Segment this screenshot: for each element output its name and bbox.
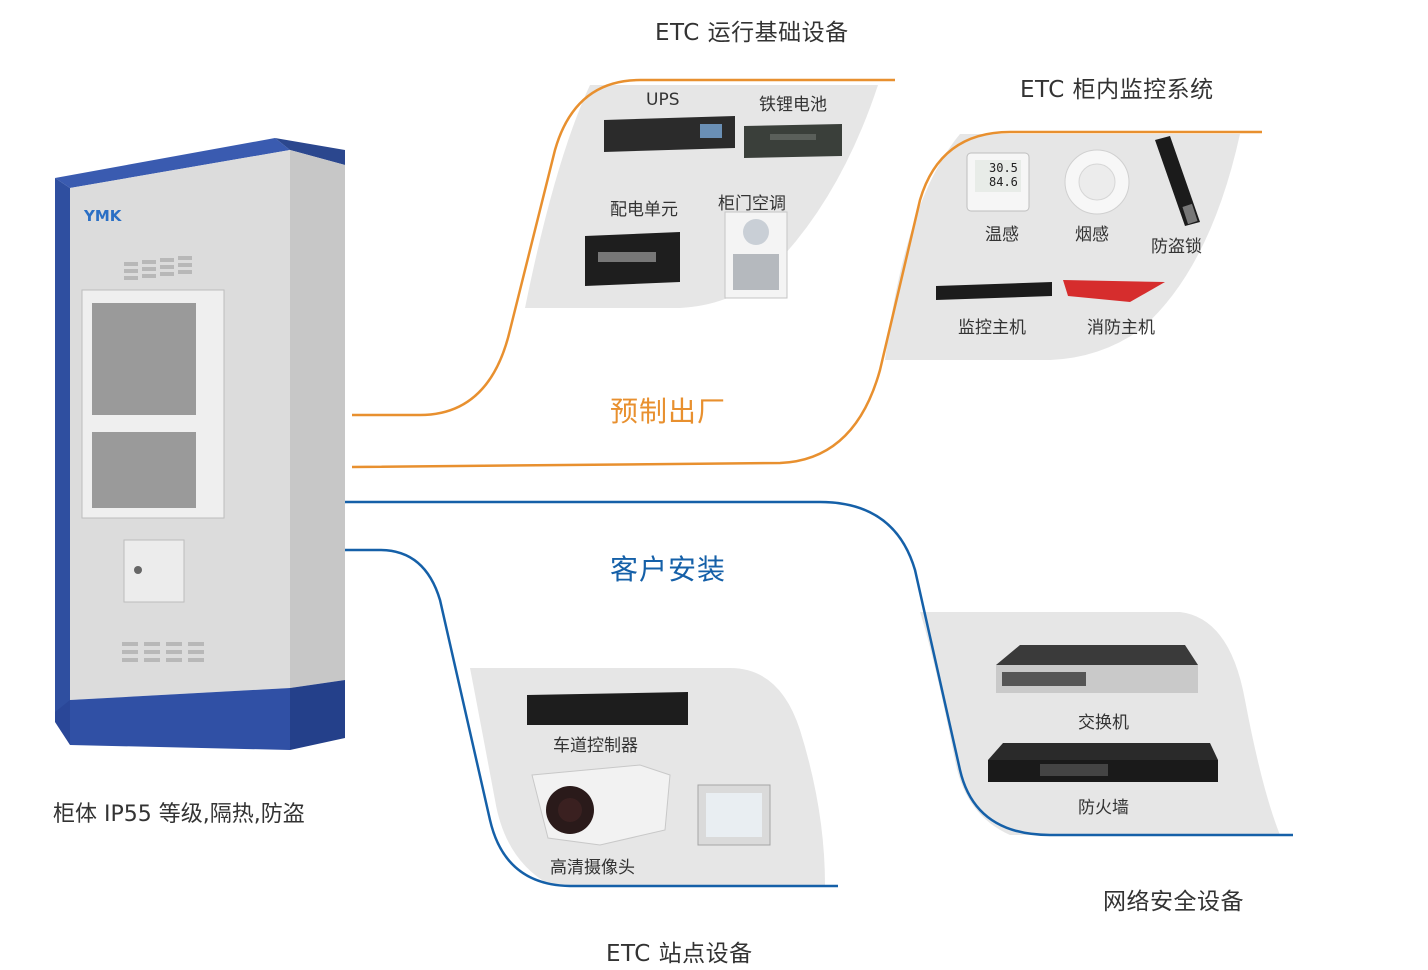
label-fire-host: 消防主机 bbox=[1087, 318, 1155, 338]
outdoor-cabinet bbox=[55, 138, 345, 750]
temp-sensor-readout: 30.5 84.6 bbox=[989, 161, 1018, 189]
switch-device bbox=[996, 645, 1198, 693]
firewall-device bbox=[988, 743, 1218, 782]
lane-controller-device bbox=[527, 692, 688, 725]
cabinet-caption: 柜体 IP55 等级,隔热,防盗 bbox=[53, 802, 305, 827]
lock-device bbox=[1155, 136, 1200, 226]
label-pdu: 配电单元 bbox=[610, 200, 678, 220]
title-etc-monitor-system: ETC 柜内监控系统 bbox=[1020, 77, 1214, 103]
label-monitor-host: 监控主机 bbox=[958, 318, 1026, 338]
label-temp: 温感 bbox=[985, 225, 1019, 245]
label-firewall: 防火墙 bbox=[1078, 798, 1129, 818]
floodlight-device bbox=[697, 784, 771, 846]
label-ups: UPS bbox=[646, 90, 680, 110]
fire-host-device bbox=[1063, 280, 1165, 302]
blue-line-network bbox=[345, 500, 1293, 837]
temp-readout-line-2: 84.6 bbox=[989, 175, 1018, 189]
label-battery: 铁锂电池 bbox=[759, 95, 827, 115]
temp-sensor-device bbox=[966, 152, 1030, 212]
ups-device bbox=[604, 116, 735, 152]
label-smoke: 烟感 bbox=[1075, 225, 1109, 245]
smoke-detector-device bbox=[1064, 149, 1130, 215]
orange-line-monitor bbox=[351, 130, 1262, 469]
aircon-device bbox=[724, 211, 788, 299]
label-hd-camera: 高清摄像头 bbox=[550, 858, 635, 878]
monitor-host-device bbox=[936, 282, 1052, 300]
hd-camera-device bbox=[531, 764, 671, 846]
cabinet-logo: YMK bbox=[84, 207, 122, 225]
label-lane-controller: 车道控制器 bbox=[553, 736, 638, 756]
label-aircon: 柜门空调 bbox=[718, 194, 786, 214]
title-etc-site-equipment: ETC 站点设备 bbox=[606, 941, 753, 967]
pdu-device bbox=[585, 232, 680, 286]
title-etc-basic-equipment: ETC 运行基础设备 bbox=[655, 20, 849, 46]
battery-device bbox=[744, 124, 842, 158]
label-prefab: 预制出厂 bbox=[610, 395, 727, 428]
blue-line-site bbox=[342, 548, 838, 888]
label-switch: 交换机 bbox=[1078, 713, 1129, 733]
label-customer-install: 客户安装 bbox=[610, 553, 727, 586]
temp-readout-line-1: 30.5 bbox=[989, 161, 1018, 175]
orange-line-basic bbox=[352, 78, 895, 417]
label-lock: 防盗锁 bbox=[1151, 237, 1202, 257]
title-network-security: 网络安全设备 bbox=[1103, 889, 1244, 915]
